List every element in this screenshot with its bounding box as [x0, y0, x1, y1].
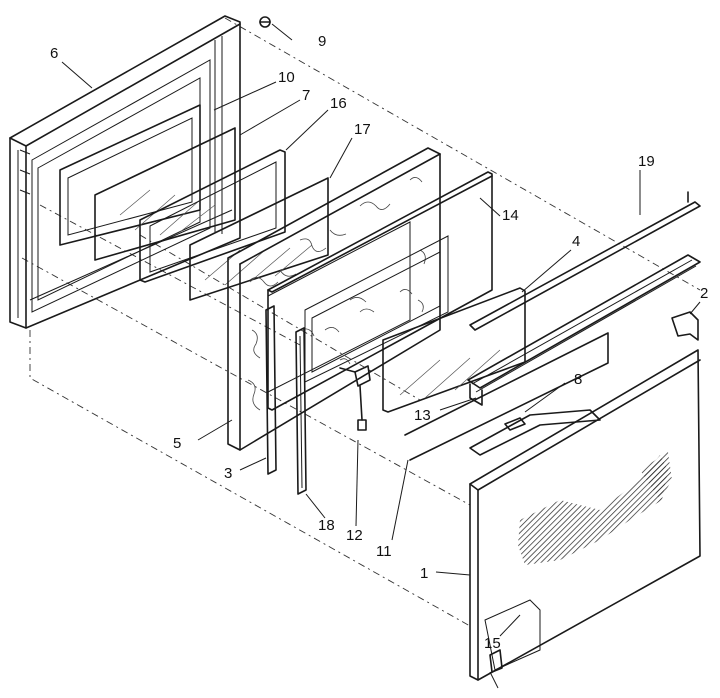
callout-12: 12 [346, 527, 363, 544]
hinge-bracket-part [339, 365, 371, 431]
handle-bracket-part [671, 311, 699, 341]
middle-glass-panel-part [189, 177, 329, 301]
handle-trim-part [467, 254, 701, 406]
callout-13: 13 [414, 407, 431, 424]
assembly-guide-lines [21, 17, 701, 627]
vertical-channel-part [265, 305, 277, 475]
door-liner-part [267, 171, 493, 411]
glass-channel-frame-part [139, 149, 286, 283]
handle-shield-part [404, 332, 609, 461]
callout-labels: 1 2 3 4 5 6 7 8 9 10 11 12 13 14 15 16 1… [50, 33, 708, 652]
callout-17: 17 [354, 121, 371, 138]
callout-7: 7 [302, 87, 310, 104]
callout-18: 18 [318, 517, 335, 534]
callout-10: 10 [278, 69, 295, 86]
callout-2: 2 [700, 285, 708, 302]
callout-11: 11 [376, 543, 392, 560]
callout-3: 3 [224, 465, 232, 482]
outer-door-panel-part [469, 349, 701, 681]
callout-15: 15 [484, 635, 501, 652]
callout-5: 5 [173, 435, 181, 452]
vertical-strip-part [295, 327, 307, 495]
callout-16: 16 [330, 95, 347, 112]
leader-lines [61, 23, 701, 689]
callout-8: 8 [574, 371, 582, 388]
outer-door-frame-part [9, 15, 241, 329]
insulation-panel-part [227, 147, 441, 451]
callout-6: 6 [50, 45, 58, 62]
inner-glass-frame-part [59, 104, 201, 246]
callout-1: 1 [420, 565, 428, 582]
screw-part [259, 16, 271, 28]
callout-14: 14 [502, 207, 519, 224]
top-bar-part [469, 191, 701, 331]
callout-19: 19 [638, 153, 655, 170]
callout-9: 9 [318, 33, 326, 50]
callout-4: 4 [572, 233, 580, 250]
